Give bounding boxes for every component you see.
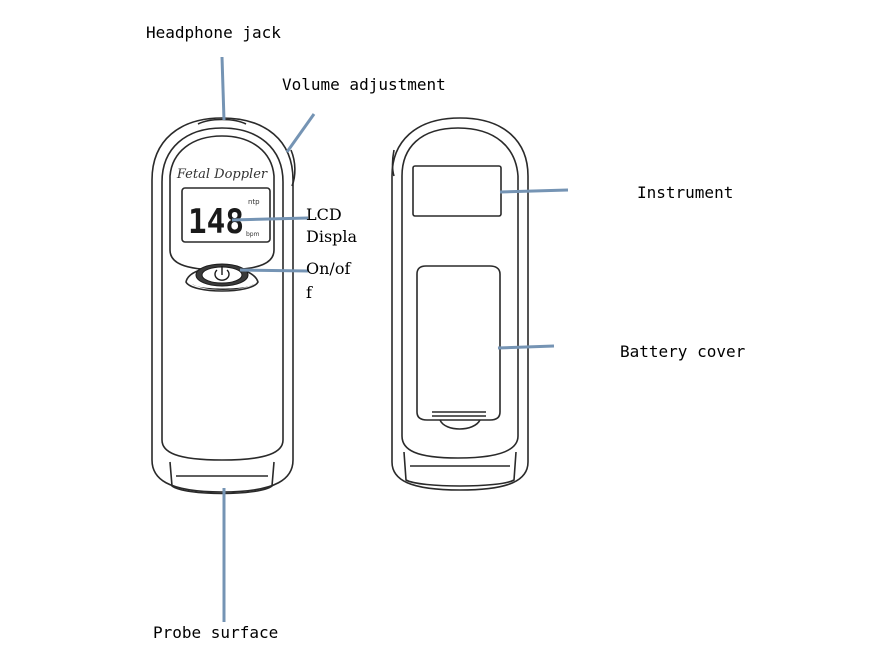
volume-ridge xyxy=(290,149,296,187)
label-on-off-line1: On/of xyxy=(306,259,351,278)
lcd-screen: 148 ntp bpm xyxy=(181,187,271,243)
battery-cover-outline xyxy=(416,265,501,421)
leader-lines xyxy=(220,56,569,622)
label-lcd-display-line2: Displa xyxy=(306,227,358,246)
leader-battery-cover xyxy=(497,344,555,350)
back-foot xyxy=(403,451,517,487)
label-instrument: Instrument xyxy=(637,183,734,202)
label-probe-surface: Probe surface xyxy=(153,623,279,642)
leader-headphone-jack xyxy=(220,56,226,121)
leader-lcd-display xyxy=(231,216,309,222)
instrument-plate xyxy=(412,165,502,217)
label-lcd-display-line1: LCD xyxy=(306,205,342,224)
back-outer-shell xyxy=(391,117,529,491)
back-inner-shell xyxy=(401,127,519,459)
leader-volume-adjustment xyxy=(285,113,316,153)
leader-instrument xyxy=(499,188,569,194)
label-volume-adjustment: Volume adjustment xyxy=(282,75,446,94)
label-on-off-line2: f xyxy=(306,283,312,302)
label-headphone-jack: Headphone jack xyxy=(146,23,281,42)
device-back-view xyxy=(391,117,529,491)
brand-text: Fetal Doppler xyxy=(176,167,268,182)
power-button[interactable] xyxy=(185,263,259,292)
lcd-reading: 148 xyxy=(188,202,244,242)
front-inner-shell xyxy=(161,127,284,461)
battery-cover-latch xyxy=(439,419,481,430)
lcd-unit: bpm xyxy=(246,231,260,238)
front-outer-shell xyxy=(151,117,294,493)
front-top-cap xyxy=(197,118,247,125)
front-probe-foot xyxy=(169,461,275,495)
leader-on-off xyxy=(239,268,309,273)
label-battery-cover: Battery cover xyxy=(620,342,746,361)
lcd-indicator: ntp xyxy=(248,198,260,206)
lcd-frame xyxy=(181,187,271,243)
power-button-shadow xyxy=(192,284,254,290)
power-icon xyxy=(214,266,230,281)
